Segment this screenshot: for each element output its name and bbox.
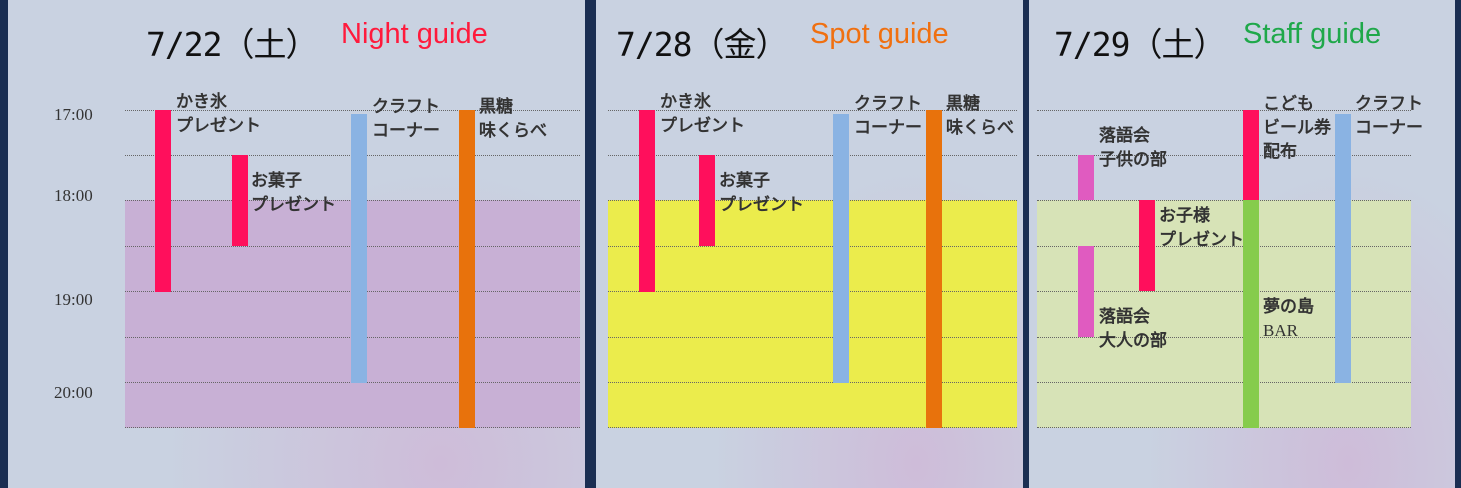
time-tick: 17:00	[54, 105, 93, 124]
event-bar	[155, 110, 171, 292]
panel-date: 7/28（金）	[616, 25, 788, 64]
event-label: お子様プレゼント	[1159, 206, 1244, 250]
event-label: クラフトコーナー	[372, 97, 440, 141]
gridline	[608, 337, 1017, 338]
panel-0722: 7/22（土） Night guide 17:00 18:00 19:00 20…	[8, 0, 585, 488]
gridline	[125, 110, 580, 111]
event-bar	[1243, 200, 1259, 428]
event-bar	[833, 114, 849, 383]
gridline	[608, 200, 1017, 201]
panel-date: 7/29（土）	[1054, 25, 1226, 64]
panel-0729: 7/29（土） Staff guide 落語会子供の部 落語会大人の部 お子様プ…	[1029, 0, 1455, 488]
event-bar	[1078, 246, 1094, 337]
gridline	[1037, 110, 1411, 111]
gridline	[125, 427, 580, 428]
gridline	[608, 291, 1017, 292]
panel-guide-title: Staff guide	[1243, 18, 1382, 50]
gridline	[1037, 427, 1411, 428]
gridline	[608, 427, 1017, 428]
panel-0728: 7/28（金） Spot guide かき氷プレゼント お菓子プレゼント クラフ…	[596, 0, 1023, 488]
gridline	[1037, 200, 1411, 201]
gridline	[1037, 337, 1411, 338]
event-label: かき氷プレゼント	[660, 92, 745, 136]
event-bar	[926, 110, 942, 428]
time-tick: 18:00	[54, 186, 93, 205]
gridline	[608, 246, 1017, 247]
event-label: クラフトコーナー	[1355, 94, 1423, 138]
panel-date: 7/22（土）	[146, 25, 318, 64]
event-bar	[639, 110, 655, 292]
evening-band	[608, 200, 1017, 428]
event-label: 落語会子供の部	[1099, 126, 1167, 170]
event-bar	[1335, 114, 1351, 383]
event-label: クラフトコーナー	[854, 94, 922, 138]
time-tick: 19:00	[54, 290, 93, 309]
event-label: 落語会大人の部	[1099, 307, 1167, 351]
event-bar	[1243, 110, 1259, 200]
event-label: お菓子プレゼント	[719, 171, 804, 215]
gridline	[1037, 382, 1411, 383]
event-label: お菓子プレゼント	[251, 171, 336, 215]
gridline	[608, 155, 1017, 156]
gridline	[1037, 291, 1411, 292]
event-bar	[232, 155, 248, 246]
time-tick: 20:00	[54, 383, 93, 402]
event-bar	[459, 110, 475, 428]
gridline	[1037, 246, 1411, 247]
gridline	[1037, 155, 1411, 156]
gridline	[608, 382, 1017, 383]
event-label: かき氷プレゼント	[176, 92, 261, 136]
gridline	[608, 110, 1017, 111]
event-bar	[1139, 200, 1155, 291]
panel-guide-title: Night guide	[341, 18, 488, 50]
event-label: こどもビール券配布	[1263, 94, 1331, 162]
event-bar	[351, 114, 367, 383]
event-bar	[1078, 155, 1094, 200]
event-label: 黒糖味くらべ	[479, 97, 547, 141]
panel-guide-title: Spot guide	[810, 18, 949, 50]
event-label: 黒糖味くらべ	[946, 94, 1014, 138]
event-bar	[699, 155, 715, 246]
